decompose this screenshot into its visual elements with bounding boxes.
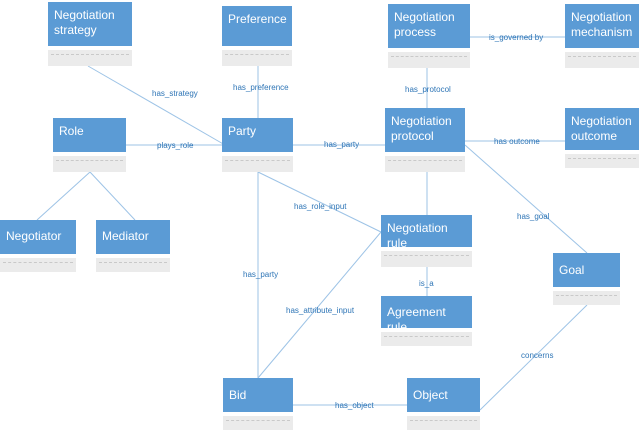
node-label: Negotiator: [6, 229, 62, 243]
node-body: [385, 156, 465, 172]
label-has-party: has_party: [324, 140, 359, 149]
node-body: [407, 416, 480, 430]
node-header: Preference: [222, 6, 292, 46]
node-header: Negotiation process: [388, 4, 470, 48]
node-header: Party: [222, 118, 293, 152]
node-label: Negotiation outcome: [571, 114, 632, 143]
label-has-object: has_object: [335, 401, 374, 410]
node-label: Negotiation process: [394, 10, 455, 39]
node-body: [222, 50, 292, 66]
node-label: Negotiation rule: [387, 221, 448, 250]
node-header: Object: [407, 378, 480, 412]
node-label: Mediator: [102, 229, 149, 243]
node-label: Preference: [228, 12, 287, 26]
node-header: Negotiation strategy: [48, 2, 132, 46]
label-has-protocol: has_protocol: [405, 85, 451, 94]
node-separator: [99, 256, 167, 257]
node-separator: [225, 48, 289, 49]
node-separator: [3, 256, 73, 257]
edge-is-a-mediator: [89, 171, 136, 221]
node-body: [381, 332, 472, 346]
node-negotiation-process[interactable]: Negotiation process: [388, 4, 470, 68]
node-separator: [568, 152, 636, 153]
node-separator: [388, 154, 462, 155]
label-has-party-bid: has_party: [243, 270, 278, 279]
node-header: Mediator: [96, 220, 170, 254]
node-separator: [51, 48, 129, 49]
node-label: Goal: [559, 263, 585, 277]
node-header: Negotiation protocol: [385, 108, 465, 152]
node-negotiation-strategy[interactable]: Negotiation strategy: [48, 2, 132, 66]
node-separator: [384, 249, 469, 250]
node-label: Role: [59, 124, 84, 138]
node-body: [48, 50, 132, 66]
node-preference[interactable]: Preference: [222, 6, 292, 66]
node-label: Negotiation mechanism: [571, 10, 633, 39]
node-negotiation-outcome[interactable]: Negotiation outcome: [565, 108, 639, 168]
node-negotiation-rule[interactable]: Negotiation rule: [381, 215, 472, 267]
label-has-attribute-input: has_attribute_input: [286, 306, 355, 315]
node-body: [553, 291, 620, 305]
edge-concerns: [479, 304, 588, 411]
node-body: [53, 156, 126, 172]
node-role[interactable]: Role: [53, 118, 126, 172]
node-negotiation-protocol[interactable]: Negotiation protocol: [385, 108, 465, 172]
label-is-governed-by: is_governed by: [489, 33, 543, 42]
label-has-outcome: has outcome: [494, 137, 540, 146]
node-body: [223, 416, 293, 430]
node-body: [0, 258, 76, 272]
node-label: Negotiation strategy: [54, 8, 115, 37]
node-separator: [225, 154, 290, 155]
node-header: Negotiation rule: [381, 215, 472, 250]
node-party[interactable]: Party: [222, 118, 293, 172]
label-is-a-agreement: is_a: [419, 279, 434, 288]
node-header: Negotiation outcome: [565, 108, 639, 150]
label-concerns: concerns: [521, 351, 553, 360]
node-header: Negotiator: [0, 220, 76, 254]
node-separator: [556, 289, 617, 290]
label-plays-role: plays_role: [157, 141, 194, 150]
node-object[interactable]: Object: [407, 378, 480, 430]
node-separator: [56, 154, 123, 155]
label-has-preference: has_preference: [233, 83, 289, 92]
node-header: Goal: [553, 253, 620, 287]
label-has-role-input: has_role_input: [294, 202, 347, 211]
node-agreement-rule[interactable]: Agreement rule: [381, 296, 472, 346]
label-has-strategy: has_strategy: [152, 89, 198, 98]
node-separator: [226, 414, 290, 415]
node-goal[interactable]: Goal: [553, 253, 620, 305]
node-separator: [410, 414, 477, 415]
node-body: [565, 154, 639, 168]
node-label: Party: [228, 124, 257, 138]
node-label: Bid: [229, 388, 247, 402]
node-label: Object: [413, 388, 448, 402]
node-separator: [391, 50, 467, 51]
node-body: [222, 156, 293, 172]
node-header: Negotiation mechanism: [565, 4, 639, 48]
node-negotiator[interactable]: Negotiator: [0, 220, 76, 272]
node-header: Agreement rule: [381, 296, 472, 334]
node-body: [565, 52, 639, 68]
edge-has-attribute-input: [257, 231, 382, 379]
node-header: Role: [53, 118, 126, 152]
edge-is-a-negotiator: [36, 171, 91, 221]
node-header: Bid: [223, 378, 293, 412]
node-separator: [384, 330, 469, 331]
node-label: Negotiation protocol: [391, 114, 452, 143]
node-negotiation-mechanism[interactable]: Negotiation mechanism: [565, 4, 639, 68]
node-body: [388, 52, 470, 68]
edge-has-role-input: [257, 171, 382, 233]
node-bid[interactable]: Bid: [223, 378, 293, 430]
node-mediator[interactable]: Mediator: [96, 220, 170, 272]
label-has-goal: has_goal: [517, 212, 550, 221]
node-body: [381, 251, 472, 267]
node-separator: [568, 50, 636, 51]
edge-has-goal: [464, 144, 588, 254]
edge-has-strategy: [87, 65, 226, 146]
node-body: [96, 258, 170, 272]
